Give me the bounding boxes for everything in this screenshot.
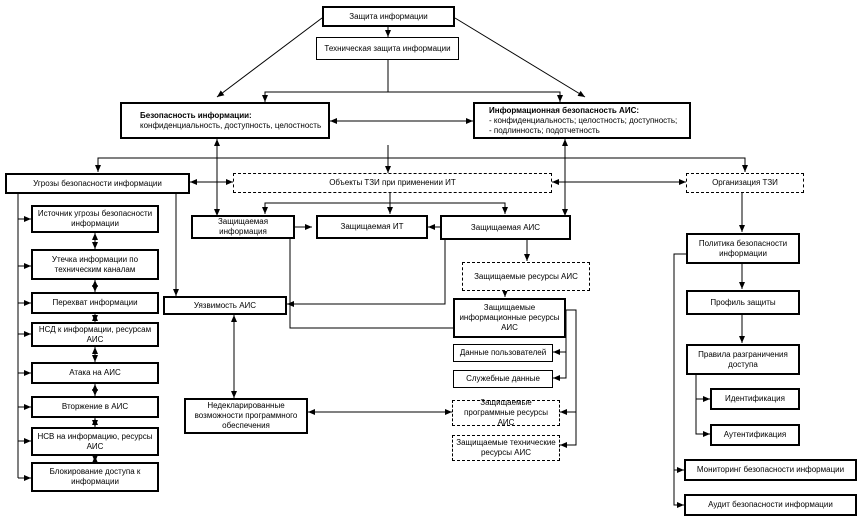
node-politika: Политика безопасности информации [686, 233, 800, 264]
node-pravila-razgranicheniya: Правила разграничения доступа [686, 344, 800, 375]
node-zashchishchaemaya-ais: Защищаемая АИС [440, 215, 571, 240]
node-dannye-polzovatelei: Данные пользователей [453, 344, 553, 362]
node-zashchishchaemye-resursy: Защищаемые ресурсы АИС [462, 262, 590, 291]
node-label: Угрозы безопасности информации [33, 178, 162, 188]
node-label: Идентификация [725, 394, 785, 403]
node-label: Источник угрозы безопасности информации [37, 209, 153, 228]
node-istochnik-ugrozy: Источник угрозы безопасности информации [31, 205, 159, 233]
node-audit: Аудит безопасности информации [684, 494, 857, 516]
node-label: Защищаемые информационные ресурсы АИС [459, 303, 560, 332]
node-title: Безопасность информации: [140, 110, 252, 120]
node-informatsionnye-resursy: Защищаемые информационные ресурсы АИС [453, 298, 566, 338]
node-identifikatsiya: Идентификация [710, 388, 800, 410]
node-title: Информационная безопасность АИС: [489, 105, 640, 115]
node-nsv: НСВ на информацию, ресурсы АИС [31, 427, 159, 456]
node-tekhnicheskie-resursy: Защищаемые технические ресурсы АИС [452, 435, 560, 461]
node-label: Вторжение в АИС [61, 402, 129, 411]
node-nsd: НСД к информации, ресурсам АИС [31, 322, 159, 347]
node-tekhnicheskaya-zashchita: Техническая защита информации [316, 37, 459, 60]
node-label: Данные пользователей [459, 348, 547, 357]
node-obekty-tzi: Объекты ТЗИ при применении ИТ [233, 173, 552, 193]
node-utechka: Утечка информации по техническим каналам [31, 249, 159, 280]
node-vtorzhenie: Вторжение в АИС [31, 396, 159, 418]
node-label: Правила разграничения доступа [698, 349, 788, 369]
node-label: Служебные данные [466, 374, 540, 383]
node-label: Защищаемая информация [217, 217, 269, 236]
node-label: Защищаемая АИС [470, 222, 541, 232]
node-sluzhebnye-dannye: Служебные данные [453, 370, 553, 388]
node-list-item: - подлинность; подотчетность [489, 125, 600, 135]
node-label: Аудит безопасности информации [708, 500, 833, 509]
node-organizatsiya-tzi: Организация ТЗИ [686, 173, 804, 193]
node-label: Защищаемая ИТ [340, 222, 404, 231]
node-zashchita-informatsii: Защита информации [322, 6, 455, 27]
node-informatsionnaya-bezopasnost-ais: Информационная безопасность АИС: - конфи… [473, 102, 691, 139]
node-label: Техническая защита информации [324, 43, 451, 53]
node-label: Политика безопасности информации [698, 238, 788, 258]
node-zashchishchaemaya-it: Защищаемая ИТ [316, 215, 428, 239]
node-bezopasnost-informatsii: Безопасность информации: конфиденциально… [120, 102, 330, 139]
node-label: Защищаемые программные ресурсы АИС [464, 398, 548, 427]
node-perekhvat: Перехват информации [31, 292, 159, 314]
node-ugrozy: Угрозы безопасности информации [5, 173, 190, 194]
node-autentifikatsiya: Аутентификация [710, 424, 800, 446]
node-label: Недекларированные возможности программно… [194, 401, 298, 430]
node-label: Защищаемые ресурсы АИС [474, 271, 578, 281]
node-label: НСВ на информацию, ресурсы АИС [37, 431, 153, 451]
node-label: Мониторинг безопасности информации [696, 465, 845, 474]
node-label: НСД к информации, ресурсам АИС [38, 324, 152, 344]
node-label: Профиль защиты [710, 297, 776, 307]
node-label: Утечка информации по техническим каналам [51, 254, 139, 274]
node-programmnye-resursy: Защищаемые программные ресурсы АИС [452, 398, 560, 427]
node-label: Блокирование доступа к информации [49, 467, 141, 486]
node-label: Организация ТЗИ [712, 178, 778, 187]
node-subtitle: конфиденциальность, доступность, целостн… [140, 120, 322, 130]
node-label: Защищаемые технические ресурсы АИС [456, 438, 556, 457]
node-nedeklarirovannye: Недекларированные возможности программно… [184, 398, 308, 434]
node-uyazvimost-ais: Уязвимость АИС [163, 296, 287, 315]
node-monitoring: Мониторинг безопасности информации [684, 459, 857, 481]
node-label: Атака на АИС [69, 368, 121, 377]
node-label: Уязвимость АИС [193, 300, 257, 310]
node-blokirovanie: Блокирование доступа к информации [31, 462, 159, 492]
node-label: Защита информации [349, 11, 428, 21]
node-label: Объекты ТЗИ при применении ИТ [329, 178, 456, 187]
node-label: Аутентификация [723, 430, 787, 439]
node-profil-zashchity: Профиль защиты [686, 290, 800, 315]
node-label: Перехват информации [52, 298, 138, 307]
node-list-item: - конфиденциальность; целостность; досту… [489, 115, 678, 125]
node-zashchishchaemaya-informatsiya: Защищаемая информация [191, 215, 295, 239]
node-ataka: Атака на АИС [31, 362, 159, 384]
